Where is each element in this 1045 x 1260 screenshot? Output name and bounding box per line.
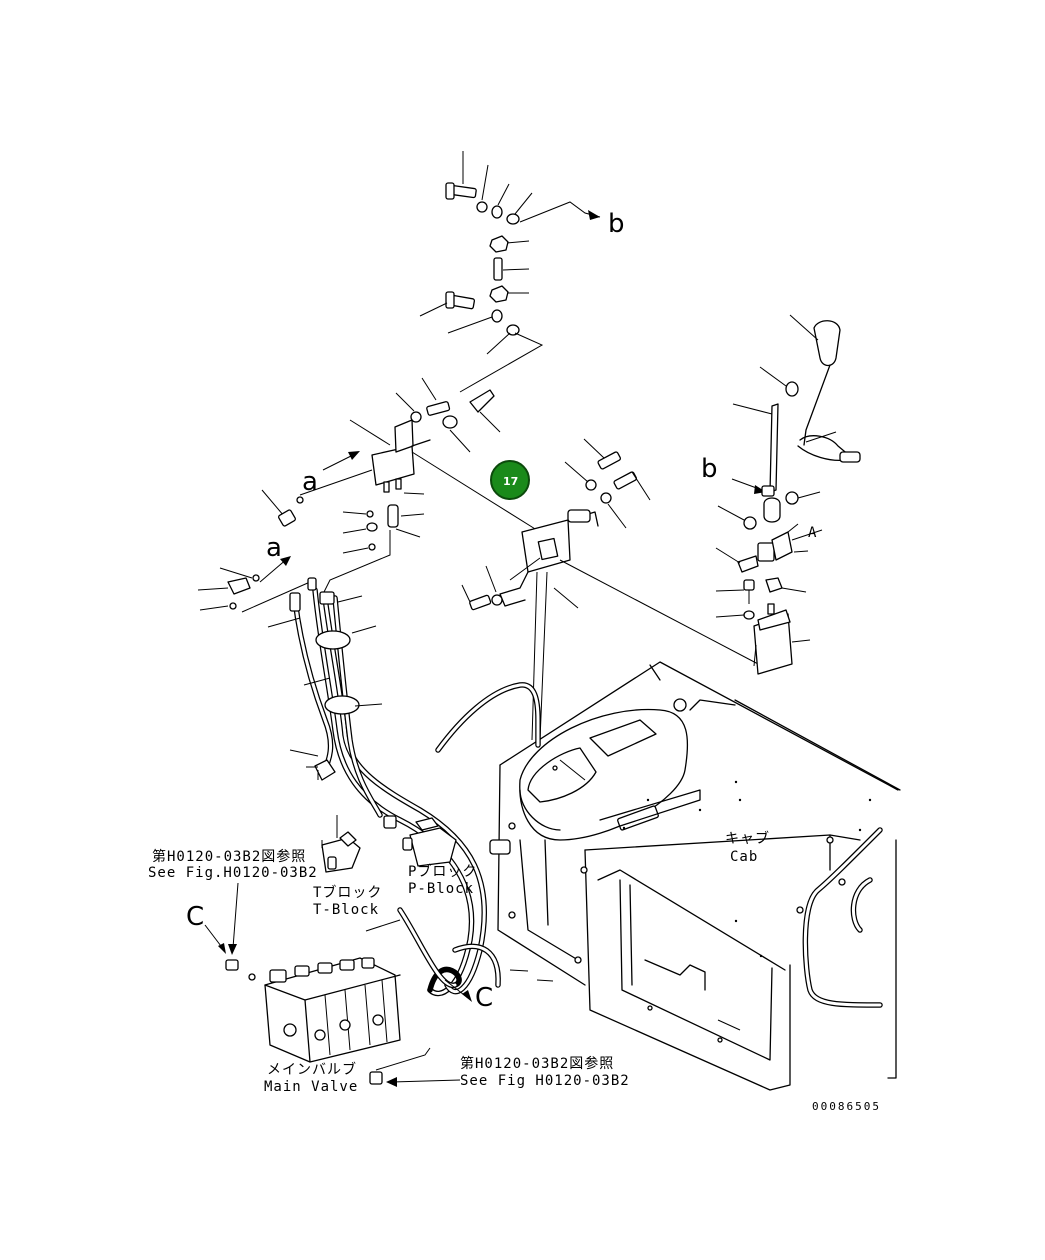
cab-structure <box>435 661 901 1091</box>
cab-label-jp: キャブ <box>725 830 770 847</box>
hose-bundle <box>267 577 554 997</box>
elbow-fittings <box>197 577 311 613</box>
t-block-label-jp: Tブロック <box>313 884 382 901</box>
ref-marker-a-lower: a <box>266 533 282 563</box>
ref-marker-b-top: b <box>608 209 625 239</box>
main-valve-label-jp: メインバルブ <box>267 1061 357 1078</box>
cab-label-en: Cab <box>730 849 758 865</box>
p-block-label-en: P-Block <box>408 881 474 897</box>
t-block-label-en: T-Block <box>313 902 379 918</box>
t-block <box>321 831 361 873</box>
callout-badge[interactable] <box>490 460 530 500</box>
main-valve <box>225 957 431 1085</box>
callout-number: 17 <box>503 475 518 488</box>
ref-marker-a-top: a <box>302 467 318 497</box>
main-valve-label-en: Main Valve <box>264 1079 358 1095</box>
ref-left-en: See Fig.H0120-03B2 <box>148 865 318 881</box>
ref-marker-A: A <box>808 525 817 541</box>
drawing-number: 00086505 <box>812 1100 881 1113</box>
ref-marker-c-hose: C <box>475 983 493 1013</box>
mounting-bracket <box>461 438 761 741</box>
lever-assembly <box>715 314 861 675</box>
ref-marker-c-left: C <box>186 902 204 932</box>
p-block <box>383 815 457 867</box>
ref-right-en: See Fig H0120-03B2 <box>460 1073 630 1089</box>
pilot-fittings <box>261 489 425 601</box>
top-fastener-stack <box>419 151 601 355</box>
ref-left-jp: 第H0120-03B2図参照 <box>152 848 306 865</box>
ref-marker-b-right: b <box>701 454 718 484</box>
ref-right-jp: 第H0120-03B2図参照 <box>460 1055 614 1072</box>
p-block-label-jp: Pブロック <box>408 863 477 880</box>
pedal-bracket-assembly <box>349 377 541 533</box>
